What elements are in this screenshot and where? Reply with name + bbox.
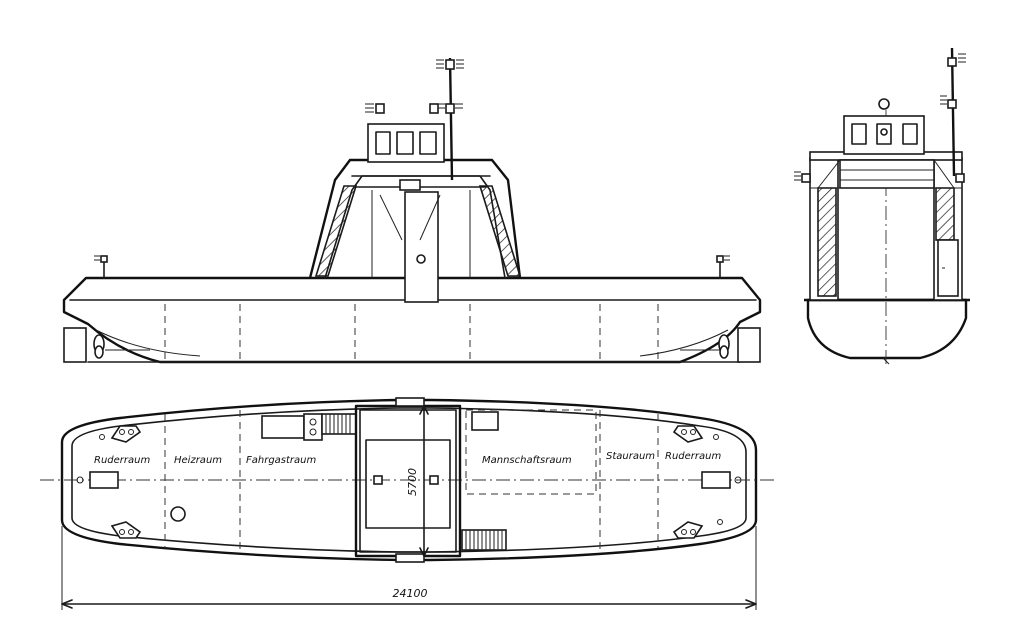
plan-stair-lower xyxy=(461,529,507,551)
mannschaftsraum-hatch xyxy=(471,411,499,431)
mast-light-top-icon xyxy=(445,59,455,70)
aft-propeller-icon xyxy=(93,334,105,359)
label-ruderraum-aft: Ruderraum xyxy=(94,455,150,466)
aft-deck-post xyxy=(94,255,108,279)
plan-light-right-icon xyxy=(429,475,439,485)
end-right-stair-hatch xyxy=(935,187,955,241)
wheelhouse-light-left-icon xyxy=(375,103,385,114)
bulkhead-lines xyxy=(164,304,659,360)
label-fahrgastraum: Fahrgastraum xyxy=(246,455,317,466)
label-stauraum: Stauraum xyxy=(606,451,655,462)
fwd-deck-post xyxy=(716,255,730,279)
central-trunk xyxy=(404,191,439,303)
wheelhouse-window-2 xyxy=(396,131,414,155)
plan-bitt-fwd-upper-icon xyxy=(672,425,719,443)
plan-light-left-icon xyxy=(373,475,383,485)
end-door xyxy=(937,239,959,297)
plan-hull-outline xyxy=(60,398,758,562)
end-left-stair-hatch xyxy=(817,187,837,297)
plan-bulkheads xyxy=(164,410,659,552)
fwd-rudder-hatch xyxy=(701,471,731,489)
plan-bitt-fwd-lower-icon xyxy=(672,519,723,539)
plan-gantry-top xyxy=(395,397,425,407)
aft-rudder xyxy=(63,327,87,363)
label-heizraum: Heizraum xyxy=(174,455,222,466)
mast-light-mid-icon xyxy=(445,103,455,114)
label-mannschaftsraum: Mannschaftsraum xyxy=(482,455,572,466)
plan-view: 5700 Ruderraum Heizraum Fahrgastraum Man… xyxy=(40,397,776,563)
end-mast xyxy=(950,47,956,177)
wheelhouse-window-3 xyxy=(419,131,437,155)
wheelhouse-light-right-icon xyxy=(429,103,439,114)
plan-gantry-bottom xyxy=(395,553,425,563)
right-staircase-hatch xyxy=(478,185,522,277)
aft-rudder-hatch xyxy=(89,471,119,489)
left-staircase-hatch xyxy=(314,185,358,277)
plan-bitt-aft-upper-icon xyxy=(99,425,142,443)
plan-stair-upper xyxy=(261,413,357,441)
label-ruderraum-fwd: Ruderraum xyxy=(665,451,721,462)
end-top-lamp-icon xyxy=(878,98,890,110)
fwd-rudder xyxy=(737,327,761,363)
heizraum-hatch xyxy=(170,506,186,522)
side-elevation xyxy=(62,57,762,364)
end-elevation xyxy=(794,47,970,368)
plan-inner-hatch xyxy=(365,439,451,529)
width-dimension: 5700 xyxy=(406,468,419,496)
mannschaftsraum-enclosure xyxy=(465,409,597,495)
fwd-propeller-icon xyxy=(718,334,730,359)
mast xyxy=(448,57,454,181)
overall-length: 24100 xyxy=(393,587,428,600)
end-hull-outline xyxy=(806,298,968,360)
plan-bitt-aft-lower-icon xyxy=(110,521,142,539)
trunk-porthole xyxy=(416,254,426,264)
length-dimension: 24100 xyxy=(61,526,757,610)
wheelhouse-window-1 xyxy=(375,131,391,155)
wheelhouse xyxy=(367,123,445,163)
